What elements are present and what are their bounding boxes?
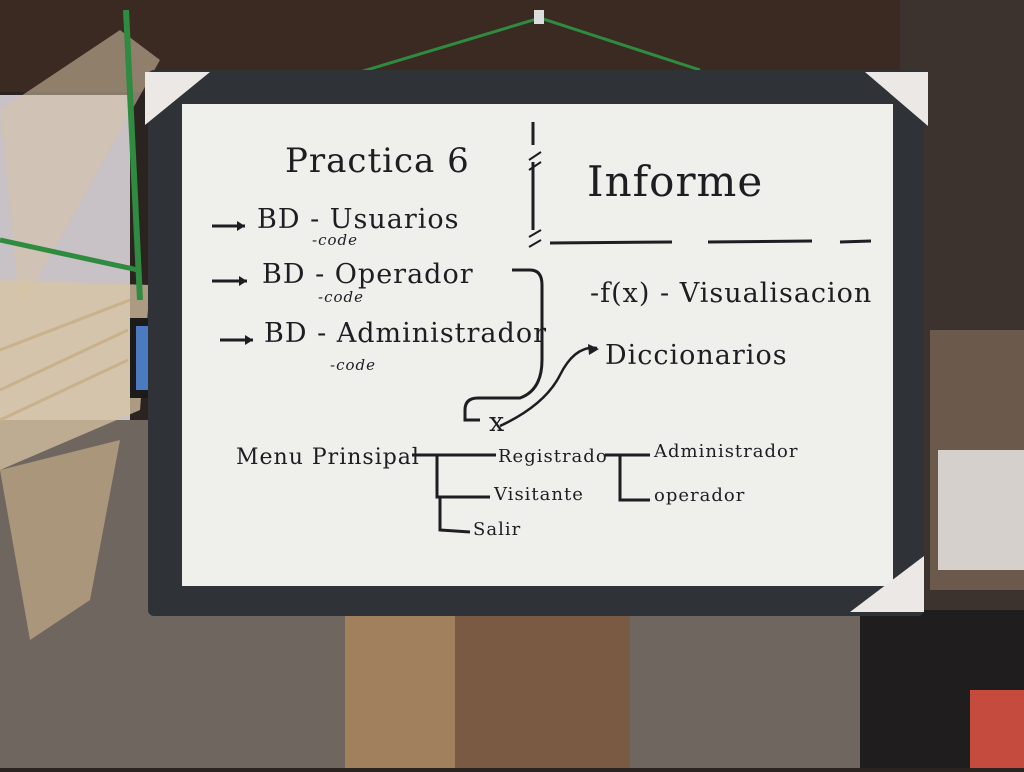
corner-top-left: [145, 72, 210, 125]
hammock: [0, 9, 160, 640]
submenu-operador: operador: [654, 485, 745, 506]
board-surface: [182, 104, 893, 586]
underline-1: [549, 240, 673, 245]
arrow-head-diccionarios: [588, 344, 599, 355]
bd-administrador: BD - Administrador: [264, 318, 547, 349]
bd-administrador-code: -code: [330, 356, 376, 374]
colorful-object: [970, 690, 1024, 768]
paper-box: [938, 450, 1024, 570]
divider-mark-top: [528, 151, 542, 171]
informe-title: Informe: [587, 157, 763, 206]
bd-usuarios-code: -code: [312, 231, 358, 249]
menu-option-visitante: Visitante: [493, 484, 584, 505]
corner-top-right: [865, 72, 928, 126]
bracket-connector: [463, 268, 544, 422]
menu-principal-label: Menu Prinsipal: [236, 445, 420, 470]
function-visualisacion: -f(x) - Visualisacion: [590, 278, 872, 309]
board-title: Practica 6: [285, 141, 470, 181]
bd-operador: BD - Operador: [262, 259, 474, 290]
menu-option-registrado: Registrado: [498, 446, 608, 467]
hook: [534, 10, 544, 24]
divider-mark-bottom: [528, 229, 542, 248]
diccionarios-label: Diccionarios: [605, 340, 788, 371]
bd-usuarios: BD - Usuarios: [257, 204, 460, 235]
menu-option-salir: Salir: [473, 519, 521, 540]
arrow-head-operador: [239, 276, 247, 286]
submenu-administrador: Administrador: [653, 441, 798, 462]
registrado-branch-operador: [618, 455, 650, 502]
menu-branch-visitante: [435, 455, 490, 499]
bd-operador-code: -code: [318, 288, 364, 306]
arrow-diccionarios: [499, 346, 598, 428]
arrow-head-usuarios: [237, 221, 245, 231]
cross-mark: x: [489, 407, 505, 438]
underline-3: [839, 239, 872, 244]
corner-bottom-right: [850, 556, 924, 612]
underline-2: [707, 239, 813, 244]
arrow-head-administrador: [245, 335, 253, 345]
menu-branch-salir: [438, 497, 471, 534]
whiteboard-content: Practica 6 BD - Usuarios -code BD - Oper…: [212, 122, 872, 540]
